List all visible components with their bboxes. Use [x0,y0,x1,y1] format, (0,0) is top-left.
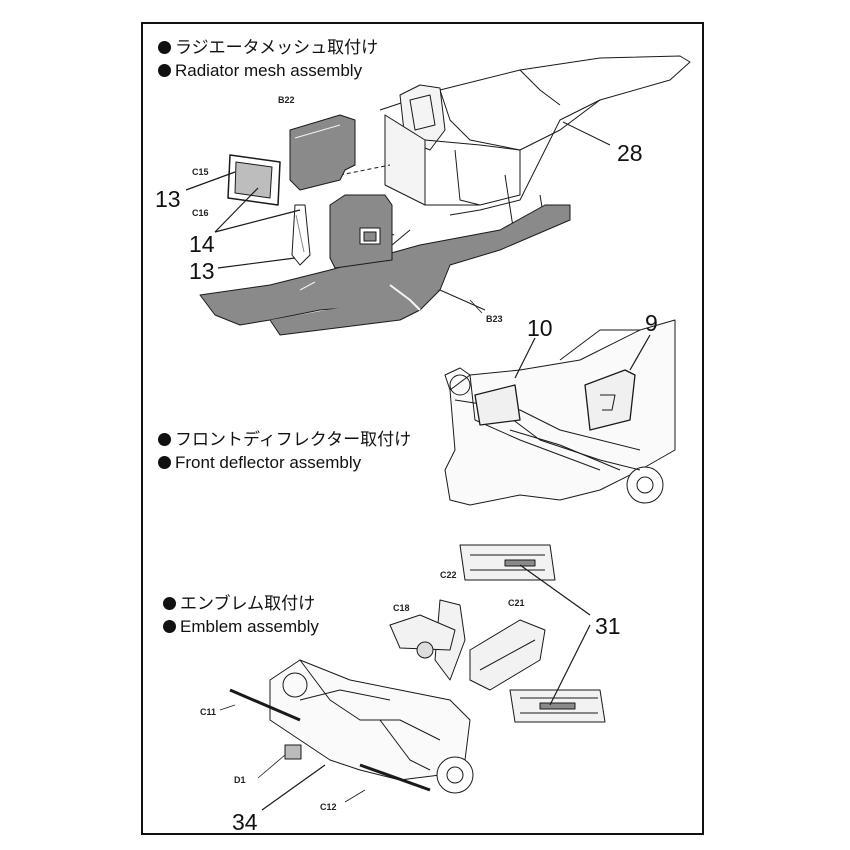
part-label-c12: C12 [320,802,337,812]
callout-14: 14 [189,231,215,257]
front-deflector-part-10 [474,384,521,426]
section-title-deflector-jp: フロントディフレクター取付け [158,430,411,450]
callout-34: 34 [232,809,258,835]
radiator-duct-b22 [289,114,356,191]
callout-28: 28 [617,140,643,166]
arm-c18 [389,614,456,651]
part-label-d1: D1 [234,775,246,785]
bullet-icon [163,597,176,610]
instruction-frame [141,22,704,835]
part-label-b23: B23 [486,314,503,324]
section-title-emblem-jp: エンブレム取付け [163,594,315,614]
section-title-deflector-en: Front deflector assembly [158,453,361,473]
section-title-emblem-en: Emblem assembly [163,617,319,637]
rod-c11 [229,688,301,722]
section-title-radiator-en: Radiator mesh assembly [158,61,362,81]
callout-10: 10 [527,315,553,341]
part-label-c18: C18 [393,603,410,613]
callout-9: 9 [645,310,658,336]
part-label-c16: C16 [192,208,209,218]
callout-31: 31 [595,613,621,639]
part-label-c11: C11 [200,707,217,717]
rod-c12 [359,763,431,792]
bullet-icon [163,620,176,633]
callout-13-lower: 13 [189,258,215,284]
callout-13-upper: 13 [155,186,181,212]
part-label-c15: C15 [192,167,209,177]
bullet-icon [158,456,171,469]
part-label-c22: C22 [440,570,457,580]
bullet-icon [158,64,171,77]
part-label-b22: B22 [278,95,295,105]
front-deflector-part-9 [584,369,636,431]
bullet-icon [158,41,171,54]
floor-panel [199,204,571,326]
section-title-radiator-jp: ラジエータメッシュ取付け [158,38,378,58]
radiator-mesh-c16 [291,204,311,266]
rear-chassis-drawing [269,641,474,794]
bullet-icon [158,433,171,446]
block-d1 [284,744,302,760]
part-label-c21: C21 [508,598,525,608]
